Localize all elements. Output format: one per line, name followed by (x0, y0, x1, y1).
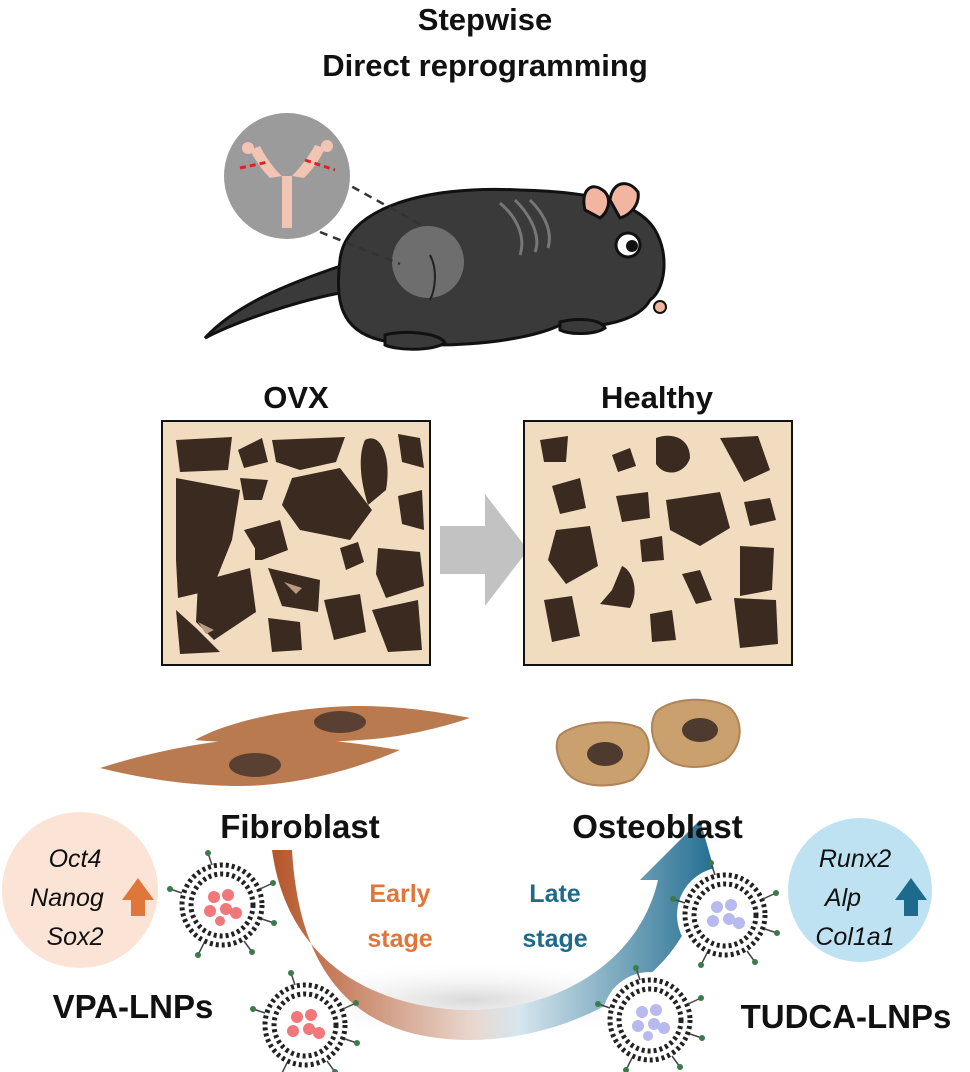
early-gene-oct4: Oct4 (48, 845, 102, 873)
inset-connector-bottom (319, 230, 401, 266)
fibroblast-cells (100, 706, 470, 786)
late-gene-runx2: Runx2 (818, 845, 892, 873)
fibroblast-label: Fibroblast (220, 808, 380, 845)
inset-connector-top (339, 178, 426, 229)
late-stage-label-line-2: stage (522, 925, 588, 953)
stage-transition-arrow (272, 820, 720, 1040)
early-stage-label-line-2: stage (367, 925, 433, 953)
late-gene-alp: Alp (824, 884, 862, 912)
healthy-bone-panel (523, 420, 793, 666)
ovx-label: OVX (263, 380, 329, 415)
early-gene-sox2: Sox2 (46, 923, 104, 951)
lipid-nanoparticle-icon (250, 970, 360, 1072)
title-line-1: Stepwise (417, 2, 553, 37)
up-arrow-icon (122, 878, 154, 916)
up-arrow-icon (895, 878, 927, 916)
arrow-shadow (250, 960, 690, 1040)
gray-arrow-icon (440, 494, 528, 606)
healthy-label: Healthy (601, 380, 713, 415)
lipid-nanoparticle-icon (595, 965, 705, 1072)
late-gene-col1a1: Col1a1 (815, 923, 895, 951)
osteoblast-cells (555, 698, 741, 787)
early-gene-circle (2, 812, 158, 968)
lipid-nanoparticle-icon (670, 860, 780, 968)
ovary-inset-icon (224, 113, 350, 239)
tudca-lnps-label: TUDCA-LNPs (740, 998, 952, 1035)
title-line-2: Direct reprogramming (322, 48, 648, 83)
late-gene-circle (788, 818, 932, 962)
early-gene-nanog: Nanog (30, 884, 104, 912)
ovx-bone-panel (161, 420, 431, 666)
vpa-lnps-label: VPA-LNPs (52, 988, 214, 1025)
early-stage-label-line-1: Early (369, 880, 431, 908)
mouse-illustration (203, 182, 667, 351)
osteoblast-label: Osteoblast (572, 808, 743, 845)
late-stage-label-line-1: Late (529, 880, 581, 908)
lipid-nanoparticle-icon (167, 850, 277, 958)
